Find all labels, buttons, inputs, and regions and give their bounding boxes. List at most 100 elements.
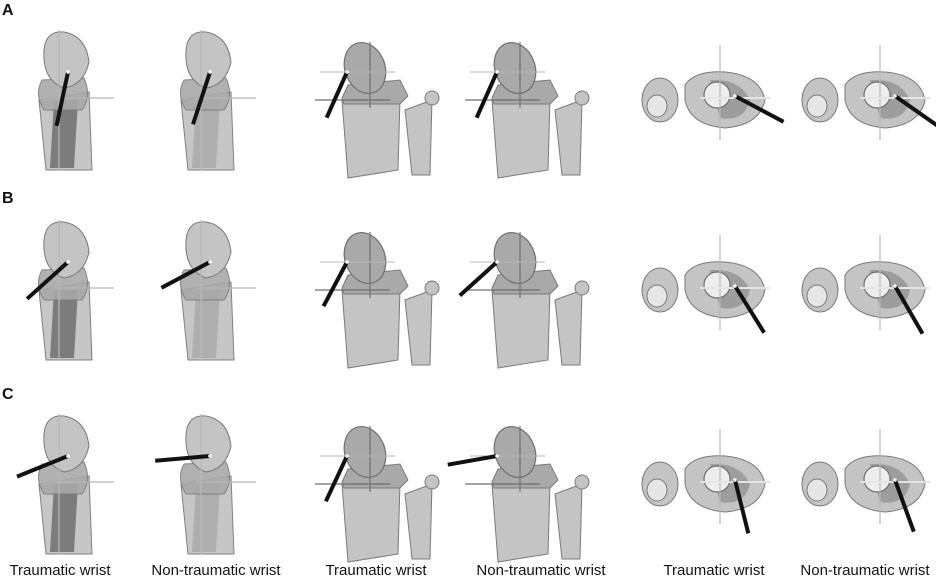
ulna-core (646, 284, 668, 308)
panel-row3-col3 (315, 426, 440, 563)
panel-row1-col6 (801, 45, 936, 140)
axis-origin-dot (208, 70, 212, 74)
column-label-traumatic-lateral: Traumatic wrist (9, 562, 111, 579)
bone-axis-line (733, 284, 766, 334)
bone-axis-line (54, 71, 70, 127)
lunate-shape (43, 31, 90, 89)
lunate-shape (43, 415, 90, 473)
axis-origin-dot (66, 70, 70, 74)
ulna-shape (404, 289, 433, 366)
bone-axis-line (893, 479, 916, 533)
axis-origin-dot (208, 454, 212, 458)
axis-origin-dot (208, 260, 212, 264)
lunate-shape (185, 31, 232, 89)
axis-origin-dot (345, 70, 349, 74)
axis-origin-dot (733, 94, 737, 98)
radius-shape (491, 481, 551, 563)
panel-row3-col4 (447, 426, 590, 563)
lunate-section (863, 81, 891, 109)
bone-axis-line (458, 260, 499, 297)
axis-origin-dot (345, 454, 349, 458)
panel-row1-col3 (315, 42, 440, 179)
ulna-shape (554, 289, 583, 366)
column-label-nontraumatic-axial: Non-traumatic wrist (800, 562, 930, 579)
axis-origin-dot (893, 478, 897, 482)
axis-origin-dot (66, 260, 70, 264)
column-label-traumatic-axial: Traumatic wrist (663, 562, 765, 579)
axis-origin-dot (893, 94, 897, 98)
axis-origin-dot (733, 478, 737, 482)
carpal-shape (38, 461, 88, 495)
column-label-nontraumatic-lateral: Non-traumatic wrist (151, 562, 281, 579)
bone-axis-line (734, 94, 785, 124)
panel-row2-col3 (315, 232, 440, 369)
panel-row3-col2 (155, 414, 256, 555)
bone-axis-line (191, 71, 212, 125)
lunate-shape (493, 426, 537, 478)
panel-row3-col5 (641, 429, 770, 534)
bone-axis-line (733, 479, 751, 534)
radius-shape (491, 97, 551, 179)
row-label-a: A (2, 2, 14, 19)
ulnar-styloid (424, 90, 440, 106)
bone-axis-line (25, 260, 70, 301)
bone-axis-line (474, 71, 499, 119)
axis-origin-dot (733, 284, 737, 288)
panel-row2-col6 (801, 235, 930, 335)
bone-axis-line (155, 454, 211, 463)
ulna-core (806, 94, 828, 118)
panel-row1-col1 (38, 30, 114, 171)
axis-origin-dot (66, 454, 70, 458)
bone-axis-line (160, 260, 211, 290)
ulna-shadow (192, 100, 220, 168)
axis-origin-dot (345, 260, 349, 264)
row-label-c: C (2, 386, 14, 403)
ulna-shadow (50, 290, 78, 358)
radius-shape (341, 481, 401, 563)
bone-axis-line (324, 71, 349, 119)
panel-row1-col4 (465, 42, 590, 179)
lunate-shape (43, 221, 90, 279)
axis-origin-dot (495, 70, 499, 74)
lunate-section (863, 271, 891, 299)
radius-shape (341, 287, 401, 369)
column-label-nontraumatic-frontal: Non-traumatic wrist (476, 562, 606, 579)
ulna-shape (404, 99, 433, 176)
ulna-shape (554, 99, 583, 176)
panel-row2-col4 (458, 232, 590, 369)
radius-shape (491, 287, 551, 369)
panel-row2-col2 (160, 220, 256, 361)
ulnar-styloid (424, 280, 440, 296)
row-label-b: B (2, 190, 14, 207)
ulna-core (806, 478, 828, 502)
bone-axis-line (324, 455, 349, 503)
lunate-section (703, 271, 731, 299)
ulna-core (646, 478, 668, 502)
ulnar-styloid (574, 474, 590, 490)
lunate-section (703, 81, 731, 109)
axis-origin-dot (495, 454, 499, 458)
carpal-shape (180, 461, 230, 495)
bone-axis-line (321, 261, 349, 308)
panel-row1-col2 (180, 30, 256, 171)
lunate-section (703, 465, 731, 493)
bone-axis-line (893, 94, 936, 128)
axis-origin-dot (893, 284, 897, 288)
panel-row3-col6 (801, 429, 930, 533)
ulna-core (806, 284, 828, 308)
ulnar-styloid (574, 90, 590, 106)
carpal-shape (180, 267, 230, 301)
ulna-shape (554, 483, 583, 560)
panel-row3-col1 (16, 414, 114, 555)
panel-row2-col5 (641, 235, 770, 334)
bone-axis-line (16, 454, 69, 479)
ulnar-styloid (574, 280, 590, 296)
radius-shape (341, 97, 401, 179)
ulna-core (646, 94, 668, 118)
ulna-shape (404, 483, 433, 560)
ulna-shadow (192, 290, 220, 358)
bone-axis-line (447, 454, 498, 467)
axis-origin-dot (495, 260, 499, 264)
